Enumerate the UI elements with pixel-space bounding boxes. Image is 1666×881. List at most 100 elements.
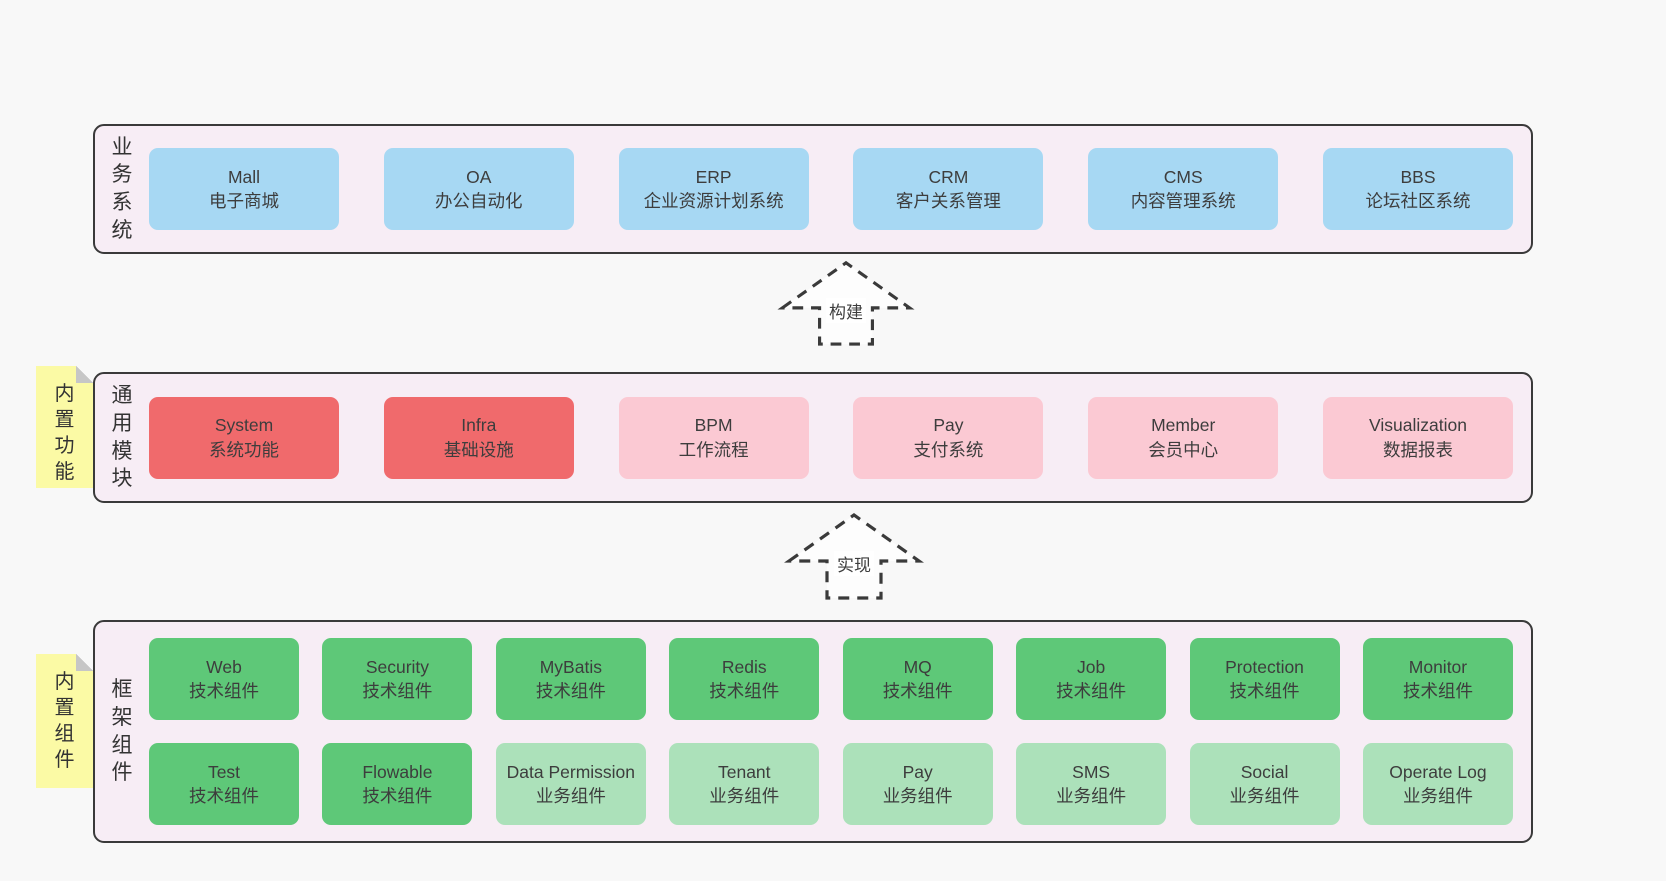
box-system: System 系统功能 [149, 396, 339, 479]
box-protection: Protection 技术组件 [1189, 638, 1340, 720]
box-job: Job 技术组件 [1016, 638, 1167, 720]
box-title: BBS [1400, 166, 1436, 187]
box-subtitle: 技术组件 [189, 786, 259, 806]
arrow-build: 构建 [776, 256, 916, 348]
box-title: Test [207, 761, 241, 782]
box-subtitle: 会员中心 [1148, 439, 1219, 460]
box-title: System [214, 415, 274, 435]
box-title: Web [206, 656, 242, 677]
box-subtitle: 电子商城 [209, 191, 279, 211]
box-title: MyBatis [539, 656, 602, 677]
box-subtitle: 技术组件 [1229, 681, 1300, 701]
box-title: OA [466, 166, 492, 187]
box-pay-business: Pay 业务组件 [842, 743, 993, 825]
box-title: Flowable [362, 761, 433, 782]
box-data-permission: Data Permission 业务组件 [495, 743, 646, 825]
box-title: BPM [694, 415, 733, 435]
note-built-in-components: 内置组件 [36, 654, 93, 788]
box-title: Security [365, 656, 430, 677]
box-subtitle: 支付系统 [913, 439, 984, 460]
box-subtitle: 技术组件 [882, 681, 953, 701]
arrow-implement-label: 实现 [834, 551, 874, 577]
box-subtitle: 内容管理系统 [1130, 191, 1236, 211]
box-title: Redis [721, 656, 767, 677]
layer-label-text: 通用模块 [111, 384, 133, 491]
box-cms: CMS 内容管理系统 [1088, 148, 1279, 230]
box-social: Social 业务组件 [1189, 743, 1340, 825]
box-title: Visualization [1369, 415, 1467, 435]
box-subtitle: 技术组件 [362, 681, 433, 701]
box-title: Mall [227, 166, 261, 187]
box-test: Test 技术组件 [149, 743, 299, 825]
box-subtitle: 工作流程 [678, 439, 749, 460]
box-mall: Mall 电子商城 [149, 148, 339, 230]
box-sms: SMS 业务组件 [1016, 743, 1167, 825]
layer-label-text: 框架组件 [111, 678, 133, 785]
layer-label-components: 框架组件 [95, 676, 149, 787]
box-web: Web 技术组件 [149, 638, 299, 720]
layer-label-text: 业务系统 [111, 135, 133, 242]
box-operate-log: Operate Log 业务组件 [1362, 743, 1513, 825]
box-visualization: Visualization 数据报表 [1322, 396, 1513, 479]
box-title: Pay [902, 761, 933, 782]
note-text: 内置功能 [54, 383, 75, 483]
box-title: Data Permission [506, 761, 636, 782]
box-title: Pay [933, 415, 964, 435]
box-title: CRM [928, 166, 969, 187]
box-title: Job [1077, 656, 1106, 677]
box-title: Monitor [1408, 656, 1468, 677]
box-subtitle: 业务组件 [882, 786, 953, 806]
box-mq: MQ 技术组件 [842, 638, 993, 720]
box-redis: Redis 技术组件 [669, 638, 820, 720]
module-boxes-row: System 系统功能 Infra 基础设施 BPM 工作流程 Pay 支付系统… [149, 396, 1531, 479]
box-subtitle: 技术组件 [362, 786, 433, 806]
note-text: 内置组件 [54, 671, 75, 771]
box-subtitle: 系统功能 [209, 439, 279, 460]
box-subtitle: 业务组件 [1229, 786, 1300, 806]
box-title: MQ [903, 656, 932, 677]
box-subtitle: 业务组件 [709, 786, 780, 806]
business-boxes-row: Mall 电子商城 OA 办公自动化 ERP 企业资源计划系统 CRM 客户关系… [149, 148, 1531, 230]
box-security: Security 技术组件 [322, 638, 473, 720]
layer-label-modules: 通用模块 [95, 382, 149, 493]
box-subtitle: 技术组件 [1402, 681, 1473, 701]
box-monitor: Monitor 技术组件 [1362, 638, 1513, 720]
box-subtitle: 技术组件 [189, 681, 259, 701]
box-title: CMS [1163, 166, 1203, 187]
box-title: Protection [1225, 656, 1304, 677]
box-subtitle: 业务组件 [535, 786, 606, 806]
box-subtitle: 基础设施 [443, 439, 514, 460]
box-crm: CRM 客户关系管理 [853, 148, 1044, 230]
box-title: ERP [695, 166, 732, 187]
component-rows: Web 技术组件 Security 技术组件 MyBatis 技术组件 Redi… [149, 638, 1531, 825]
note-built-in-features: 内置功能 [36, 366, 93, 488]
box-flowable: Flowable 技术组件 [322, 743, 473, 825]
box-title: Social [1240, 761, 1289, 782]
component-boxes-row-1: Web 技术组件 Security 技术组件 MyBatis 技术组件 Redi… [149, 638, 1513, 720]
arrow-implement: 实现 [784, 508, 924, 602]
box-subtitle: 办公自动化 [435, 191, 523, 211]
arrow-build-label: 构建 [826, 298, 866, 324]
layer-common-modules: 通用模块 System 系统功能 Infra 基础设施 BPM 工作流程 Pay… [93, 372, 1533, 503]
layer-business-systems: 业务系统 Mall 电子商城 OA 办公自动化 ERP 企业资源计划系统 CRM… [93, 124, 1533, 254]
box-subtitle: 业务组件 [1056, 786, 1127, 806]
box-title: Member [1151, 415, 1216, 435]
box-title: SMS [1072, 761, 1111, 782]
box-subtitle: 技术组件 [1056, 681, 1127, 701]
box-title: Infra [461, 415, 497, 435]
box-subtitle: 论坛社区系统 [1365, 191, 1471, 211]
note-fold-corner-icon [76, 654, 93, 671]
layer-label-business: 业务系统 [95, 134, 149, 245]
box-subtitle: 数据报表 [1382, 439, 1453, 460]
box-tenant: Tenant 业务组件 [669, 743, 820, 825]
box-subtitle: 业务组件 [1402, 786, 1473, 806]
box-subtitle: 技术组件 [709, 681, 780, 701]
box-subtitle: 企业资源计划系统 [643, 191, 784, 211]
layer-framework-components: 框架组件 Web 技术组件 Security 技术组件 MyBatis 技术组件… [93, 620, 1533, 843]
component-boxes-row-2: Test 技术组件 Flowable 技术组件 Data Permission … [149, 743, 1513, 825]
box-erp: ERP 企业资源计划系统 [618, 148, 809, 230]
box-bbs: BBS 论坛社区系统 [1322, 148, 1513, 230]
box-infra: Infra 基础设施 [383, 396, 574, 479]
box-title: Tenant [717, 761, 771, 782]
box-subtitle: 客户关系管理 [895, 191, 1001, 211]
